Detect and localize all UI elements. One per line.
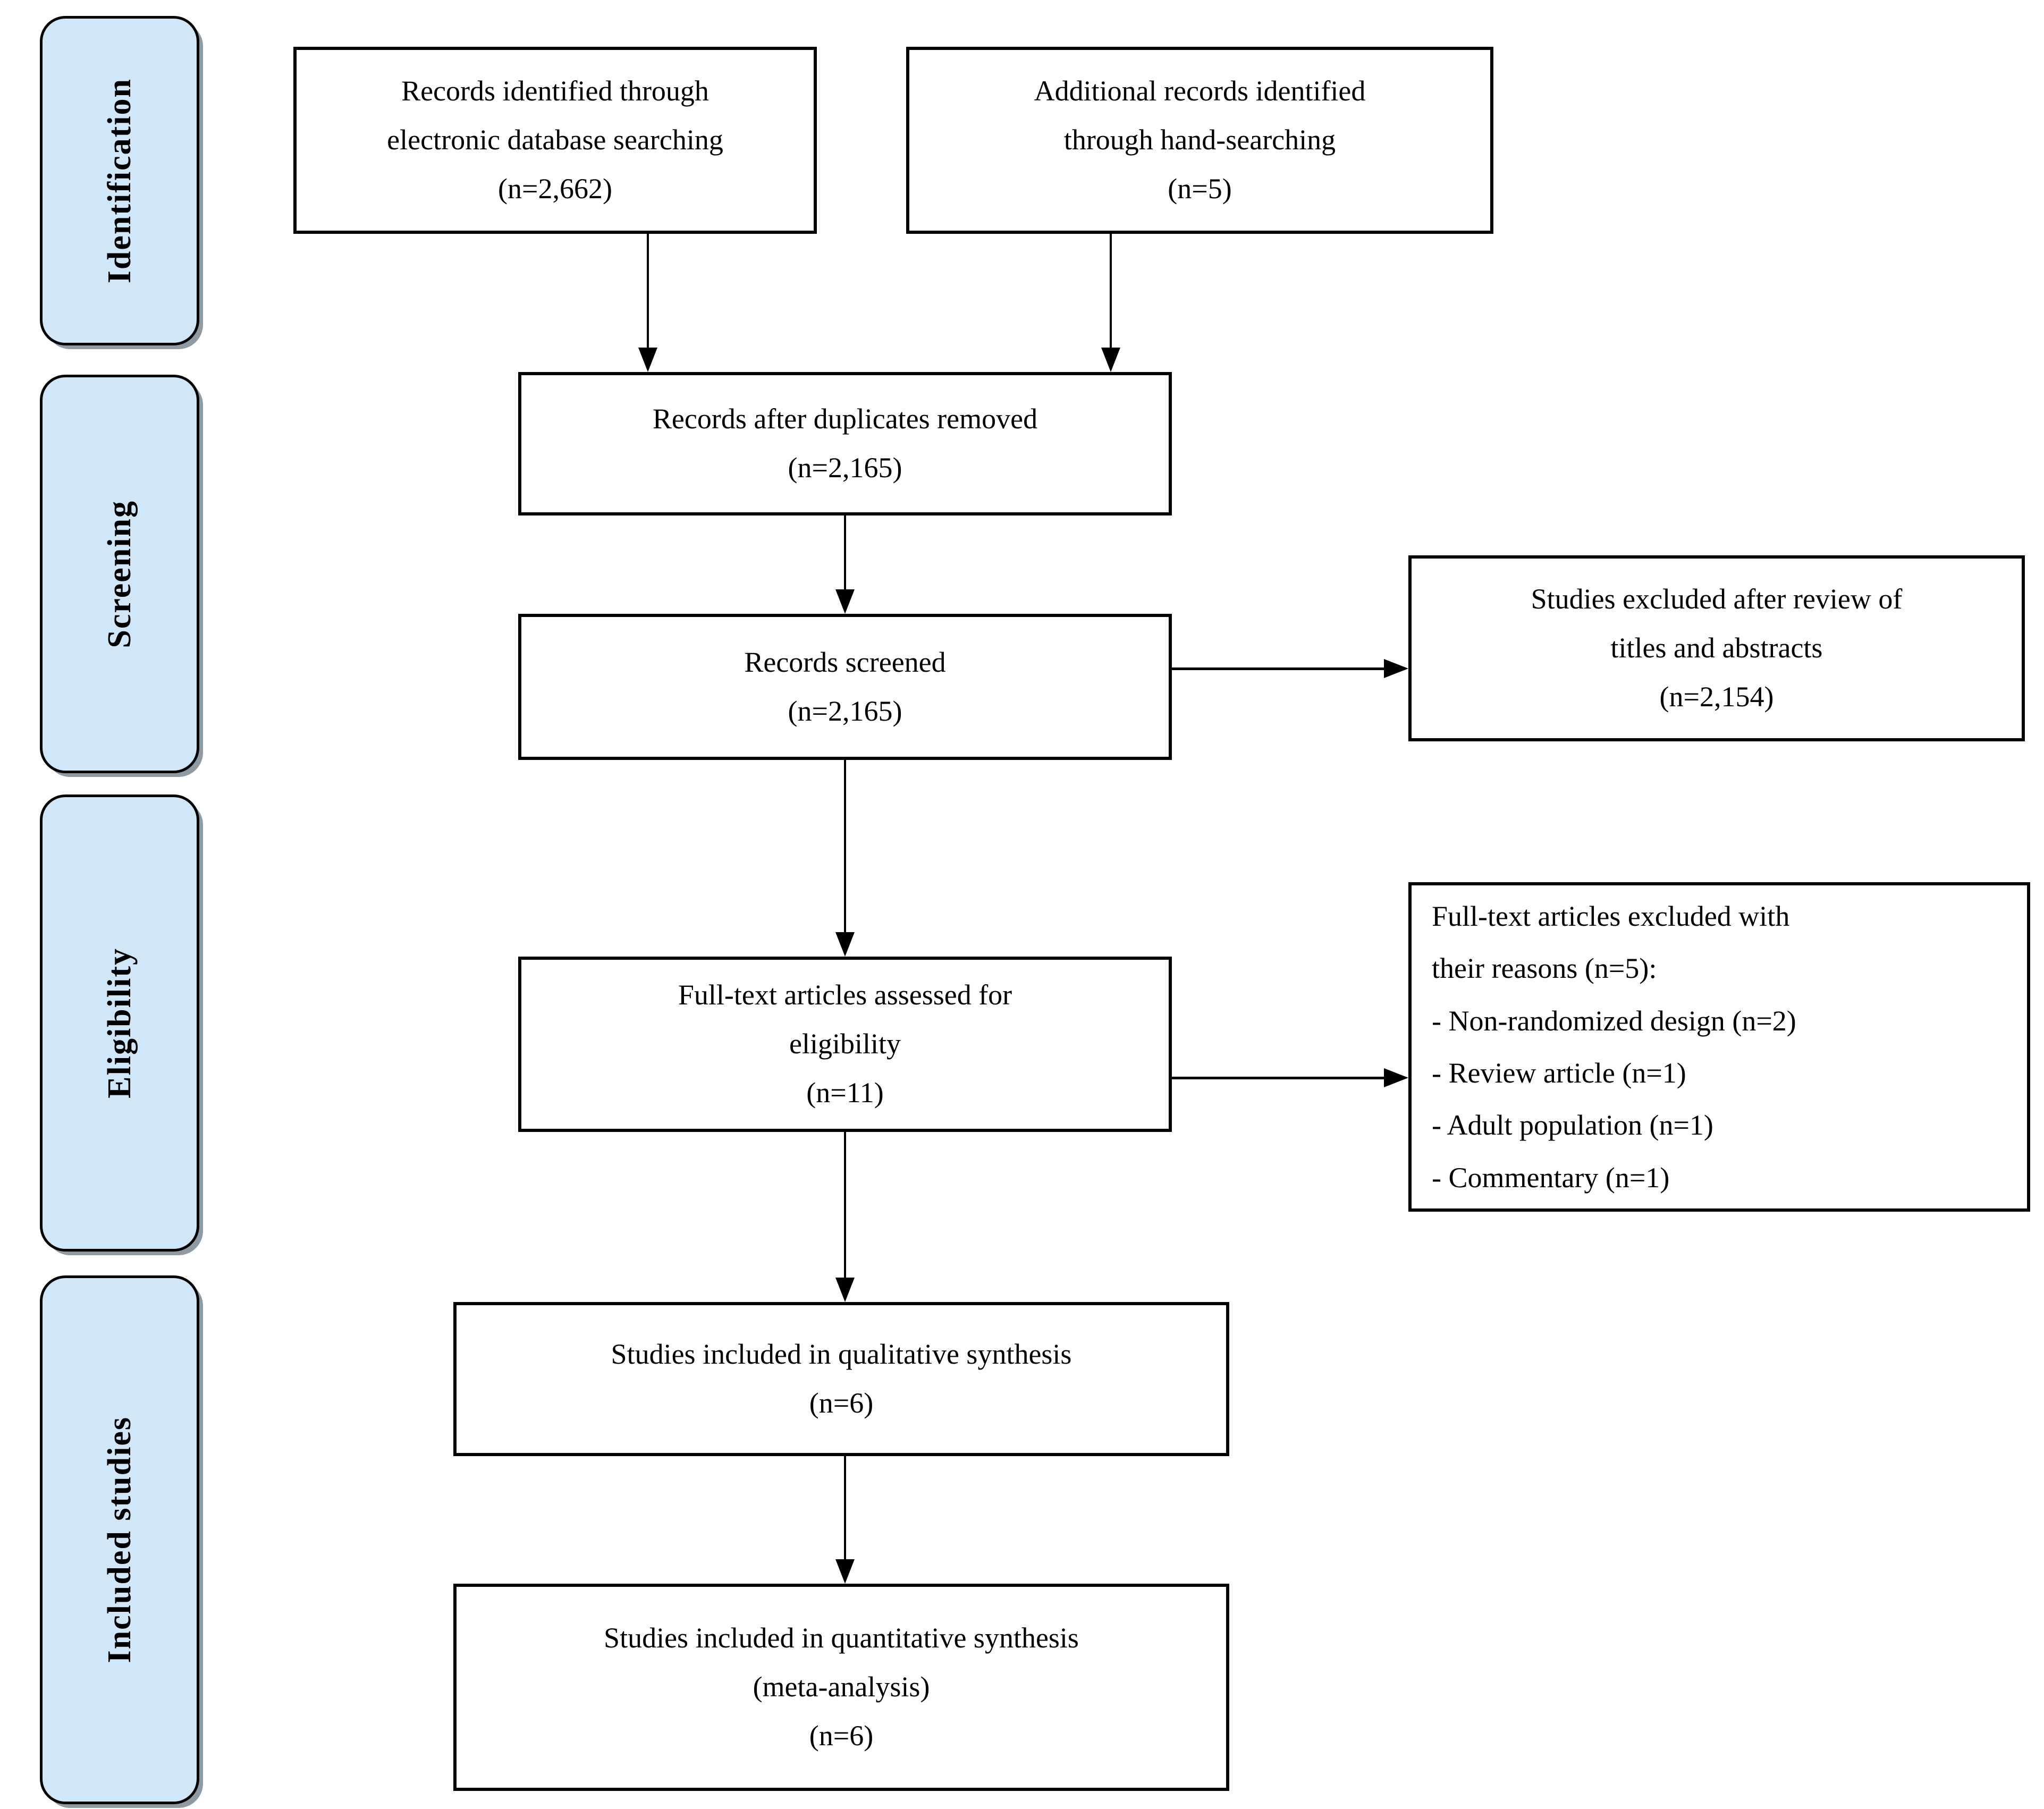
box-qualitative-synthesis: Studies included in qualitative synthesi…	[453, 1302, 1229, 1456]
arrow-shaft	[647, 234, 649, 348]
box-quantitative-synthesis: Studies included in quantitative synthes…	[453, 1584, 1229, 1791]
box-additional-records: Additional records identified through ha…	[906, 47, 1493, 234]
stage-included-studies: Included studies	[40, 1275, 199, 1804]
box-excluded-titles-abstracts: Studies excluded after review of titles …	[1408, 555, 2025, 741]
box-fulltext-assessed: Full-text articles assessed for eligibil…	[518, 957, 1172, 1132]
box-fulltext-excluded: Full-text articles excluded with their r…	[1408, 882, 2030, 1212]
stage-eligibility-label: Eligibility	[101, 948, 138, 1098]
stage-included-studies-label: Included studies	[101, 1416, 138, 1663]
arrow-head	[835, 1559, 855, 1584]
arrow-head	[638, 348, 657, 372]
box-additional-records-text: Additional records identified through ha…	[1034, 75, 1366, 205]
box-quantitative-synthesis-text: Studies included in quantitative synthes…	[604, 1622, 1079, 1752]
arrow-head	[1384, 1068, 1408, 1087]
arrow-shaft	[844, 1456, 846, 1559]
box-records-identified: Records identified through electronic da…	[293, 47, 817, 234]
arrow-shaft	[1172, 667, 1384, 670]
stage-identification-label: Identification	[101, 78, 138, 284]
arrow-head	[1101, 348, 1120, 372]
arrow-head	[835, 932, 855, 957]
box-records-screened: Records screened (n=2,165)	[518, 614, 1172, 760]
box-fulltext-assessed-text: Full-text articles assessed for eligibil…	[678, 979, 1012, 1109]
arrow-head	[835, 1278, 855, 1302]
arrow-head	[1384, 659, 1408, 678]
arrow-shaft	[1172, 1077, 1384, 1079]
stage-identification: Identification	[40, 16, 199, 345]
box-records-screened-text: Records screened (n=2,165)	[744, 646, 946, 727]
box-excluded-titles-abstracts-text: Studies excluded after review of titles …	[1531, 583, 1903, 713]
box-qualitative-synthesis-text: Studies included in qualitative synthesi…	[611, 1338, 1072, 1419]
arrow-head	[835, 589, 855, 614]
arrow-shaft	[844, 1132, 846, 1278]
arrow-shaft	[1110, 234, 1112, 348]
box-duplicates-removed: Records after duplicates removed (n=2,16…	[518, 372, 1172, 515]
arrow-shaft	[844, 760, 846, 932]
box-records-identified-text: Records identified through electronic da…	[387, 75, 723, 205]
stage-eligibility: Eligibility	[40, 794, 199, 1252]
box-fulltext-excluded-text: Full-text articles excluded with their r…	[1432, 900, 1796, 1194]
box-duplicates-removed-text: Records after duplicates removed (n=2,16…	[652, 403, 1038, 484]
stage-screening-label: Screening	[101, 500, 138, 648]
arrow-shaft	[844, 515, 846, 589]
stage-screening: Screening	[40, 375, 199, 773]
